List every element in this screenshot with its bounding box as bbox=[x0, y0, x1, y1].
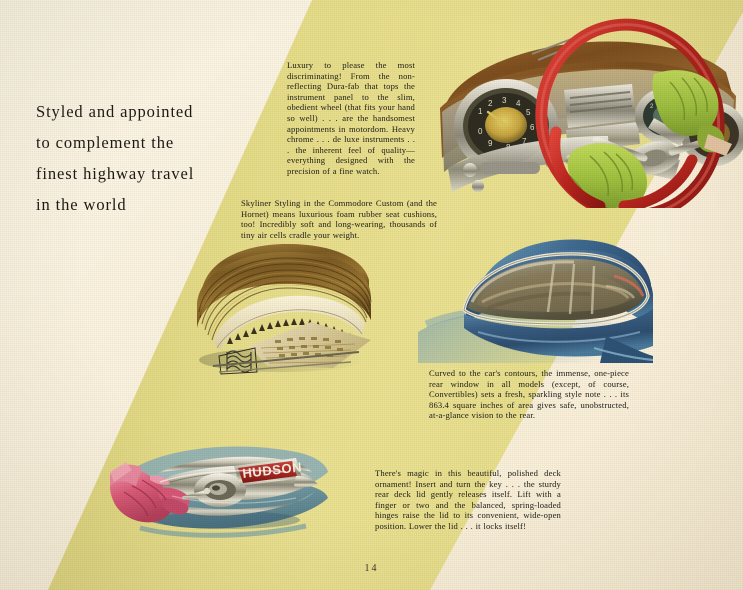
svg-text:3: 3 bbox=[502, 96, 507, 105]
seat-copy-block: Skyliner Styling in the Commodore Custom… bbox=[241, 198, 437, 240]
deck-copy-block: There's magic in this beautiful, polishe… bbox=[375, 468, 561, 532]
svg-text:0: 0 bbox=[478, 127, 483, 136]
svg-text:7: 7 bbox=[522, 137, 527, 146]
svg-text:6: 6 bbox=[530, 123, 535, 132]
headline-line-1: Styled and appointed bbox=[36, 102, 194, 121]
headline-line-2: to complement the bbox=[36, 133, 175, 152]
svg-text:2: 2 bbox=[650, 104, 654, 110]
dashboard-copy-block: Luxury to please the most discriminating… bbox=[287, 60, 415, 177]
svg-text:4: 4 bbox=[516, 99, 521, 108]
page-headline: Styled and appointed to complement the f… bbox=[36, 96, 266, 220]
seat-copy-text: Skyliner Styling in the Commodore Custom… bbox=[241, 198, 437, 240]
headline-line-4: in the world bbox=[36, 195, 127, 214]
seat-cushion-illustration bbox=[183, 236, 373, 376]
svg-text:2: 2 bbox=[488, 99, 493, 108]
headline-line-3: finest highway travel bbox=[36, 164, 195, 183]
svg-text:1: 1 bbox=[478, 107, 483, 116]
page-number: 14 bbox=[364, 563, 379, 574]
svg-text:5: 5 bbox=[526, 108, 531, 117]
hudson-ornament-illustration: HUDSON bbox=[110, 432, 330, 552]
rear-window-illustration bbox=[418, 228, 653, 363]
dashboard-copy-text: Luxury to please the most discriminating… bbox=[287, 60, 415, 176]
hudson-badge-text: HUDSON bbox=[242, 459, 303, 481]
svg-text:9: 9 bbox=[488, 139, 493, 148]
window-copy-text: Curved to the car's contours, the immens… bbox=[429, 368, 629, 421]
dashboard-illustration: 12 34 56 78 90 28 bbox=[418, 8, 743, 208]
window-copy-block: Curved to the car's contours, the immens… bbox=[429, 368, 629, 421]
deck-copy-text: There's magic in this beautiful, polishe… bbox=[375, 468, 561, 531]
